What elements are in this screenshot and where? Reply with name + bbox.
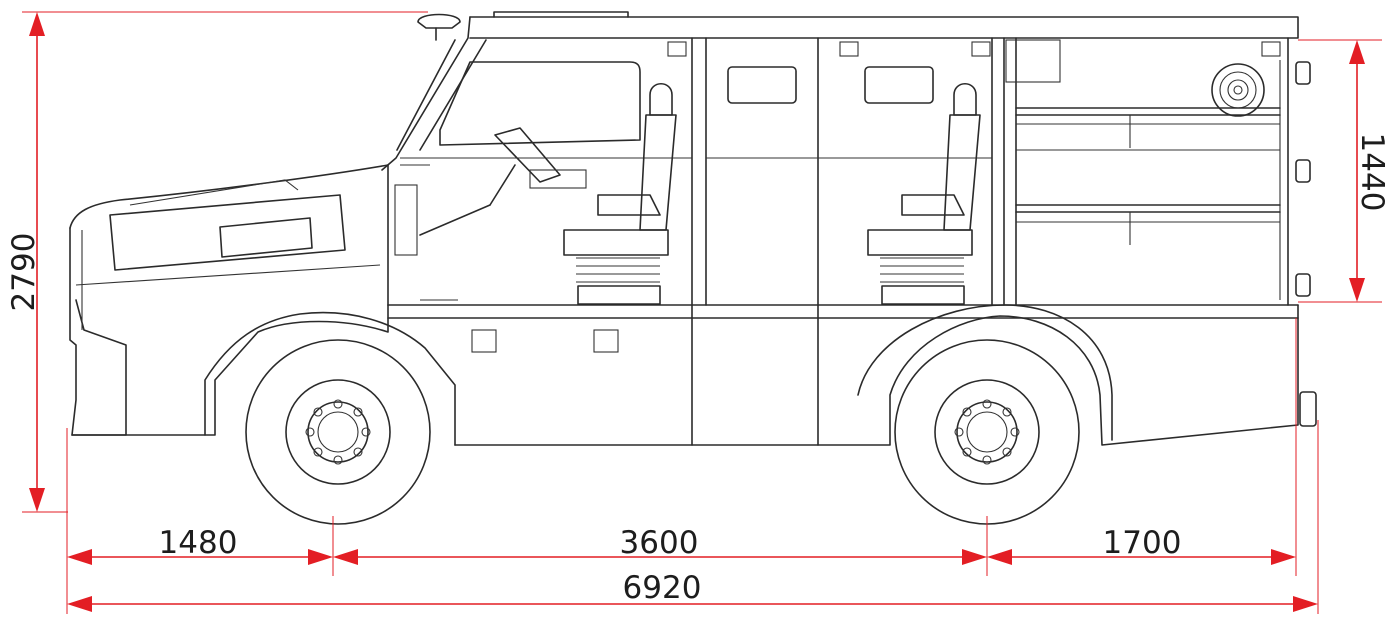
- front-wheel: [245, 339, 431, 525]
- vehicle-body: [69, 11, 1317, 446]
- driver-seat: [563, 82, 677, 305]
- compartment-height-label: 1440: [1354, 133, 1388, 212]
- wheelbase-label: 3600: [620, 525, 699, 561]
- overall-height-dimension: 2790: [6, 11, 428, 513]
- overall-length-dimension: 6920: [67, 570, 1318, 612]
- overall-height-label: 2790: [6, 233, 42, 312]
- rear-seat: [867, 82, 981, 305]
- rear-overhang-dimension: 1700: [987, 525, 1296, 565]
- rear-wheel: [894, 339, 1080, 525]
- front-overhang-dimension: 1480: [67, 525, 333, 565]
- front-overhang-label: 1480: [159, 525, 238, 561]
- compartment-height-dimension: 1440: [1298, 39, 1388, 303]
- side-benches: [1015, 107, 1281, 245]
- overall-length-label: 6920: [623, 570, 702, 606]
- wheelbase-dimension: 3600: [333, 525, 987, 565]
- rear-overhang-label: 1700: [1103, 525, 1182, 561]
- steering-column: [394, 127, 587, 301]
